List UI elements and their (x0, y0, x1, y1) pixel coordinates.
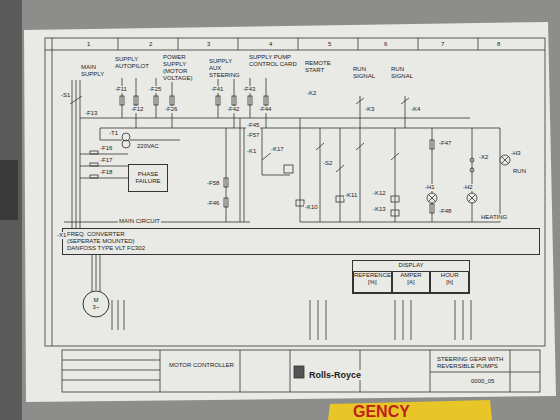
component-label: -K1 (246, 148, 257, 155)
node-text: FREQ. CONVERTER (SEPERATE MOUNTED) DANFO… (67, 231, 157, 252)
node-text: DISPLAY (353, 262, 469, 269)
component-label: -H1 (424, 184, 436, 191)
component-label: -F18 (99, 169, 113, 176)
display-cell: REFERENCE[%] (353, 271, 392, 293)
section-header: RUN SIGNAL (352, 66, 384, 80)
component-label: -K2 (306, 90, 317, 97)
component-label: -F48 (438, 208, 452, 215)
converter-band: FREQ. CONVERTER (SEPERATE MOUNTED) DANFO… (62, 228, 540, 255)
column-number: 8 (496, 41, 501, 48)
column-number: 7 (440, 41, 445, 48)
column-number: 3 (206, 41, 211, 48)
node-text: PHASE FAILURE (129, 165, 167, 185)
column-number: 5 (327, 41, 332, 48)
component-label: -F57 (246, 132, 260, 139)
node-text: HOUR (431, 272, 468, 279)
wire (96, 255, 97, 290)
component-label: 220VAC (136, 143, 160, 150)
component-label: -F42 (226, 106, 240, 113)
component-label: MAIN CIRCUIT (118, 218, 161, 225)
component-label: -X2 (478, 154, 489, 161)
section-header: REMOTE START (304, 60, 338, 74)
component-label: -K3 (364, 106, 375, 113)
motor-circle (83, 291, 109, 317)
node-text: 3~ (82, 304, 110, 311)
component-label: MOTOR CONTROLLER (168, 362, 235, 369)
component-label: -F17 (99, 157, 113, 164)
section-header: RUN SIGNAL (390, 66, 422, 80)
component-label: RUN (512, 168, 527, 175)
component-label: -S1 (60, 92, 71, 99)
component-label: -K12 (372, 190, 387, 197)
component-label: -F43 (242, 86, 256, 93)
component-label: -X1 (56, 232, 67, 239)
component-label: HEATING (480, 214, 508, 221)
component-label: -T1 (108, 130, 119, 137)
relay-box: PHASE FAILURE (128, 164, 168, 192)
section-header: SUPPLY AUTOPILOT (114, 56, 156, 70)
column-number: 4 (268, 41, 273, 48)
component-label: -S2 (322, 160, 333, 167)
component-label: -F25 (148, 86, 162, 93)
motor-cable (92, 255, 100, 292)
component-label: -F47 (438, 140, 452, 147)
component-label: STEERING GEAR WITH REVERSIBLE PUMPS (436, 356, 508, 370)
component-label: -F41 (210, 86, 224, 93)
node-text: [A] (393, 279, 430, 286)
section-header: SUPPLY AUX STEERING (208, 58, 240, 79)
component-label: -F58 (206, 180, 220, 187)
node-text: [h] (431, 279, 468, 286)
component-label: 0000_05 (470, 378, 495, 385)
component-label: -F46 (206, 200, 220, 207)
node-text: M (82, 297, 110, 304)
node-text: AMPER (393, 272, 430, 279)
component-label: Rolls-Royce (308, 370, 362, 380)
display-cell: HOUR[h] (430, 271, 469, 293)
component-label: -K10 (304, 204, 319, 211)
motor-symbol: M3~ (82, 290, 110, 318)
component-label: -F11 (114, 86, 128, 93)
section-header: SUPPLY PUMP CONTROL CARD (248, 54, 298, 68)
panel-edge (0, 0, 22, 420)
paper-sheet (24, 22, 556, 402)
component-label: -F16 (99, 145, 113, 152)
column-number: 6 (383, 41, 388, 48)
component-label: -F45 (246, 122, 260, 129)
node-text: REFERENCE (354, 272, 391, 279)
display-box: DISPLAY REFERENCE[%]AMPER[A]HOUR[h] (352, 260, 470, 294)
section-header: POWER SUPPLY (MOTOR VOLTAGE) (162, 54, 210, 82)
component-label: -F12 (130, 106, 144, 113)
display-cell: AMPER[A] (392, 271, 431, 293)
node-text: [%] (354, 279, 391, 286)
component-label: -F13 (84, 110, 98, 117)
component-label: -K17 (270, 146, 285, 153)
wire (92, 255, 93, 292)
component-label: -K11 (344, 192, 358, 199)
component-label: -F44 (258, 106, 272, 113)
component-label: -H2 (462, 184, 474, 191)
column-number: 2 (148, 41, 153, 48)
wire (100, 255, 101, 292)
section-header: MAIN SUPPLY (80, 64, 116, 78)
component-label: -H3 (510, 150, 522, 157)
panel-edge (0, 160, 18, 220)
component-label: -F26 (164, 106, 178, 113)
component-label: -K4 (410, 106, 421, 113)
column-number: 1 (86, 41, 91, 48)
component-label: GENCY (352, 404, 411, 420)
warning-sign (328, 400, 492, 420)
component-label: -K13 (372, 206, 387, 213)
